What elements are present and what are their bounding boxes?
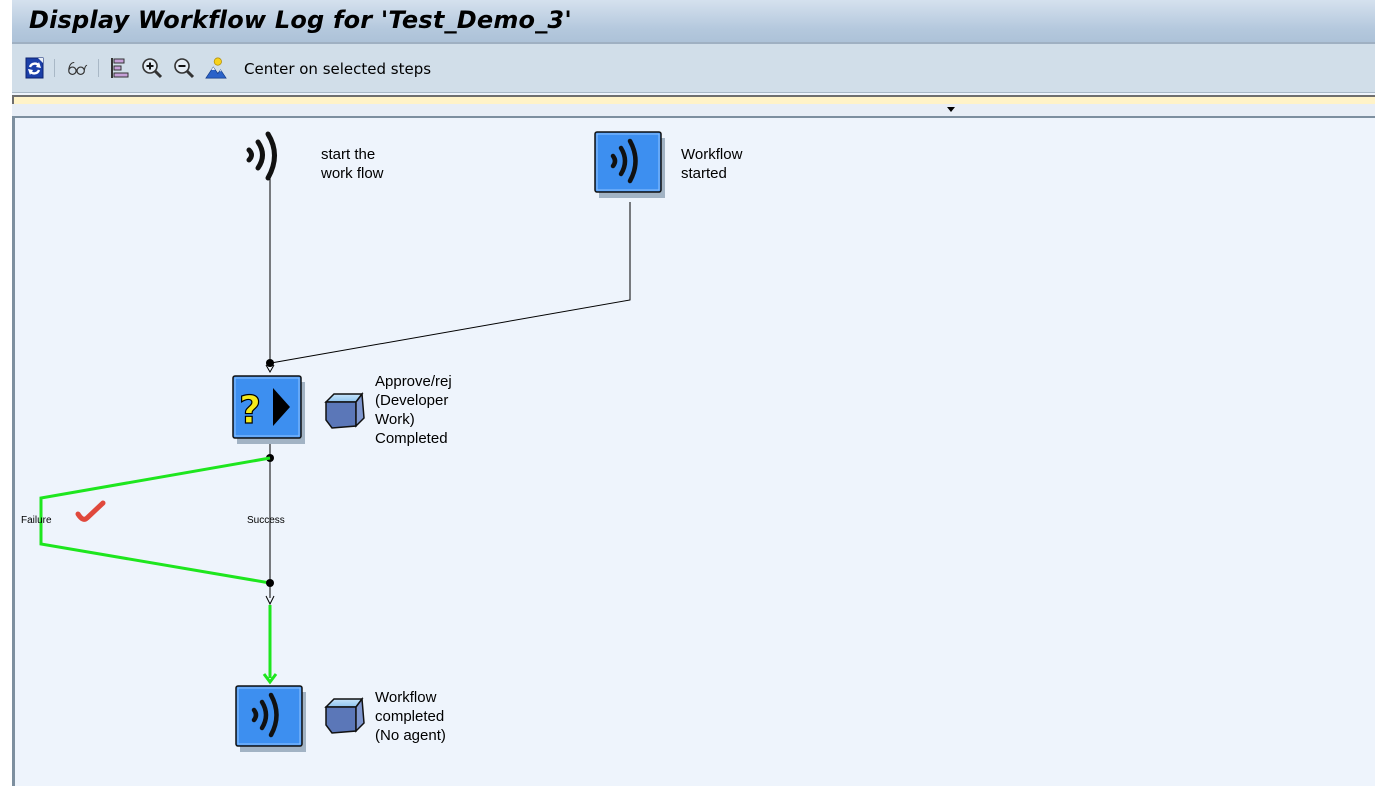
edge-label-failure: Failure (21, 515, 52, 526)
workflow-graph: ? (39, 131, 665, 752)
label-line: Workflow (375, 689, 437, 706)
label-line: start the (321, 146, 376, 163)
workflow-log-window: Display Workflow Log for 'Test_Demo_3' (12, 0, 1375, 786)
glasses-icon (68, 61, 88, 76)
node-label-workflow-completed: Workflow completed (No agent) (375, 688, 446, 745)
label-line: work flow (321, 165, 384, 182)
decision-question-icon: ? (239, 388, 261, 432)
label-line: completed (375, 708, 445, 725)
event-icon (251, 692, 279, 738)
label-line: (Developer (375, 392, 449, 409)
workflow-graph-canvas: ? (12, 118, 1375, 786)
edge-started-to-approve (270, 202, 631, 364)
event-icon (610, 138, 638, 184)
agent-box-icon (324, 391, 365, 429)
title-bar: Display Workflow Log for 'Test_Demo_3' (12, 0, 1375, 44)
decision-play-icon (273, 388, 290, 426)
node-approve-step[interactable]: ? (232, 375, 305, 444)
arrow-head-green (262, 673, 278, 685)
join-point (266, 359, 274, 367)
event-icon (246, 131, 277, 181)
layout-icon (111, 58, 129, 78)
landscape-icon (205, 57, 227, 79)
node-label-start-event: start the work flow (321, 145, 384, 183)
collapse-bar (12, 104, 1375, 118)
edge-failure-path (39, 456, 271, 585)
label-line: Completed (375, 430, 448, 447)
display-button[interactable] (66, 57, 88, 79)
toolbar: Center on selected steps (12, 44, 1375, 93)
edge-label-success: Success (247, 515, 285, 526)
overview-button[interactable] (205, 57, 227, 79)
node-workflow-completed[interactable] (235, 685, 306, 752)
node-workflow-started[interactable] (594, 131, 665, 198)
node-label-approve-step: Approve/rej (Developer Work) Completed (375, 372, 452, 448)
label-line: Workflow (681, 146, 743, 163)
toolbar-separator (54, 59, 55, 77)
label-line: Approve/rej (375, 373, 452, 390)
node-start-event[interactable] (246, 131, 277, 181)
zoom-out-icon (174, 58, 195, 79)
label-line: (No agent) (375, 727, 446, 744)
zoom-out-button[interactable] (173, 57, 195, 79)
info-strip (12, 95, 1375, 104)
check-mark-icon (75, 500, 106, 522)
toolbar-separator (98, 59, 99, 77)
layout-button[interactable] (109, 57, 131, 79)
arrow-head (265, 364, 275, 374)
zoom-in-button[interactable] (141, 57, 163, 79)
expand-arrow-icon[interactable] (947, 107, 955, 112)
center-on-selected-steps-button[interactable]: Center on selected steps (244, 60, 432, 78)
zoom-in-icon (142, 58, 163, 79)
page-title: Display Workflow Log for 'Test_Demo_3' (29, 6, 572, 34)
refresh-icon (25, 57, 44, 79)
agent-box-icon (324, 696, 365, 734)
refresh-button[interactable] (24, 57, 46, 79)
label-line: Work) (375, 411, 415, 428)
arrow-head (265, 595, 275, 606)
node-label-workflow-started: Workflow started (681, 145, 742, 183)
label-line: started (681, 165, 727, 182)
